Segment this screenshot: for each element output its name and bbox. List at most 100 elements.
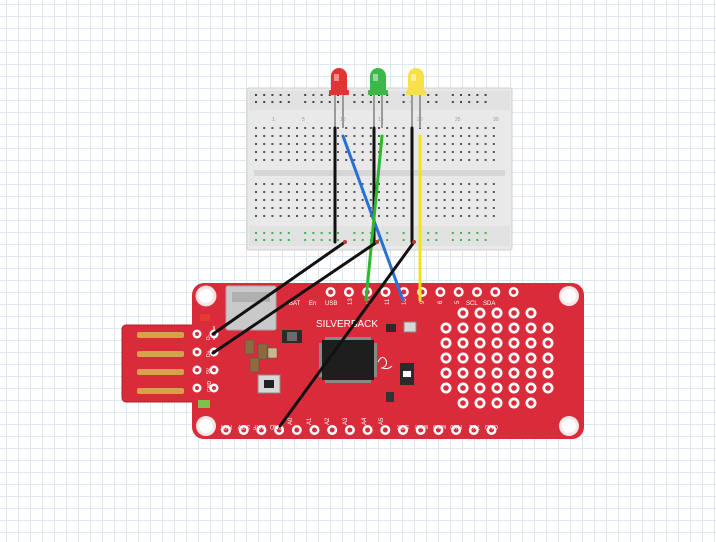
breadboard-hole [427,143,430,145]
breadboard-hole [361,215,364,217]
breadboard-hole [337,207,339,209]
breadboard-hole [304,239,307,241]
breadboard-hole [451,239,454,241]
led-green[interactable] [368,68,388,128]
pin-label: MISO [433,423,446,429]
breadboard-hole [263,159,266,161]
pin-label: A4 [362,417,368,425]
breadboard-hole [287,232,290,234]
breadboard-hole [484,151,487,153]
breadboard-hole [369,191,372,193]
led-yellow[interactable] [406,68,426,128]
breadboard-hole [435,159,438,161]
breadboard-hole [263,207,266,209]
breadboard-hole [443,135,446,137]
breadboard-hole [468,101,471,103]
breadboard-hole [304,215,307,217]
breadboard-hole [369,101,372,103]
breadboard-hole [255,239,257,241]
breadboard-hole [312,159,315,161]
breadboard-hole [255,127,257,129]
breadboard-hole [361,127,364,129]
breadboard-hole [271,183,274,185]
breadboard-hole [255,232,257,234]
breadboard-hole [320,135,323,137]
breadboard-hole [263,239,266,241]
breadboard-hole [460,232,462,234]
wires [211,126,422,428]
breadboard-hole [427,94,430,96]
breadboard-hole [427,151,430,153]
wire-ground-to-gnd[interactable] [278,240,416,428]
breadboard-hole [460,215,462,217]
breadboard-hole [476,127,479,129]
breadboard-hole [312,232,315,234]
breadboard-hole [296,215,298,217]
breadboard-hole [337,215,339,217]
breadboard-hole [468,94,471,96]
breadboard-hole [312,151,315,153]
led-body [331,68,347,94]
breadboard-hole [443,207,446,209]
breadboard-hole [369,135,372,137]
breadboard-hole [492,159,495,161]
wire-ground-to-dminus[interactable] [211,240,347,336]
breadboard-hole [279,215,282,217]
breadboard-hole [427,101,430,103]
breadboard-hole [361,199,364,201]
breadboard-hole [394,127,397,129]
breadboard-hole [287,215,290,217]
breadboard-hole [279,151,282,153]
breadboard-hole [386,127,389,129]
breadboard-hole [337,151,339,153]
breadboard-hole [361,101,364,103]
breadboard-hole [337,183,339,185]
breadboard-hole [328,239,331,241]
breadboard-hole [296,127,298,129]
breadboard-hole [328,135,331,137]
breadboard-hole [353,207,356,209]
breadboard-hole [468,143,471,145]
breadboard-hole [279,183,282,185]
breadboard-hole [394,151,397,153]
breadboard-hole [435,215,438,217]
breadboard-hole [443,199,446,201]
breadboard-hole [320,127,323,129]
breadboard-hole [361,183,364,185]
breadboard-hole [263,101,266,103]
breadboard-hole [435,199,438,201]
breadboard-hole [320,151,323,153]
breadboard-hole [451,207,454,209]
breadboard-hole [460,151,462,153]
breadboard-hole [328,94,331,96]
breadboard-hole [427,215,430,217]
breadboard-hole [460,207,462,209]
led-red[interactable] [329,68,349,128]
breadboard-hole [361,232,364,234]
breadboard-hole [271,159,274,161]
pin-label: A3 [343,417,349,425]
breadboard-hole [468,151,471,153]
pin-label: 5V [206,367,212,374]
breadboard-hole [369,151,372,153]
breadboard-hole [468,232,471,234]
breadboard-hole [402,207,405,209]
breadboard-hole [468,135,471,137]
breadboard-hole [369,143,372,145]
column-number: 25 [455,117,461,123]
breadboard-hole [312,239,315,241]
breadboard-hole [312,143,315,145]
breadboard-hole [279,135,282,137]
breadboard-hole [451,199,454,201]
wire-pin12-green-led[interactable] [364,134,384,302]
breadboard-hole [386,143,389,145]
breadboard-hole [304,232,307,234]
breadboard-hole [484,135,487,137]
breadboard-hole [279,232,282,234]
bottom-pin-labels: RST 3.3V ARF GND A0 A1 A2 A3 A4 A5 SCK M… [220,417,498,429]
breadboard-hole [263,191,266,193]
breadboard-hole [476,183,479,185]
pin-label: A0 [288,417,294,425]
resistor [267,347,278,359]
wire-ground-to-dplus[interactable] [211,240,379,355]
